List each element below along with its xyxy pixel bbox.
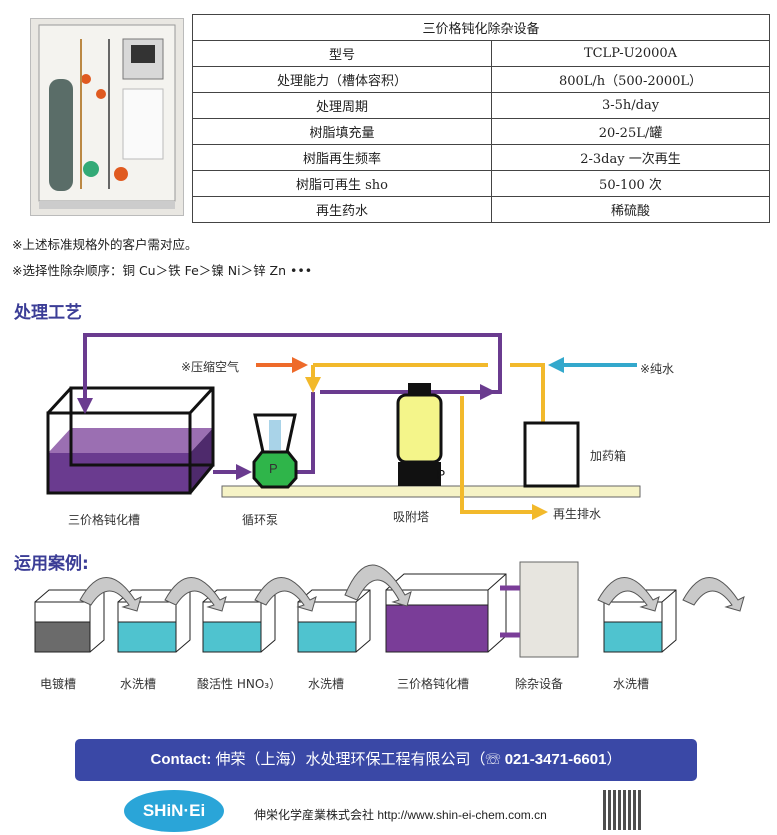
row-label: 树脂再生频率	[192, 144, 492, 171]
label-pump: 循环泵	[242, 513, 279, 527]
qr-code	[603, 790, 643, 830]
table-row: 再生药水稀硫酸	[192, 196, 770, 223]
row-value: 800L/h（500-2000L）	[491, 66, 770, 93]
passivation-tank	[385, 573, 507, 653]
dosing-box-icon	[523, 421, 580, 488]
application-diagram	[34, 561, 745, 658]
contact-banner: Contact: 伸荣（上海）水处理环保工程有限公司（☏ 021-3471-66…	[75, 739, 697, 781]
label-compressed-air: ※压缩空气	[181, 360, 240, 374]
company-url[interactable]: http://www.shin-ei-chem.com.cn	[377, 808, 547, 822]
adsorption-column-icon	[396, 383, 443, 486]
footer-company: 伸栄化学産業株式会社 http://www.shin-ei-chem.com.c…	[254, 806, 547, 823]
label-passivation-tank: 三价格钝化槽	[68, 513, 141, 527]
company-name-jp: 伸栄化学産業株式会社	[254, 808, 375, 822]
row-value: 20-25L/罐	[491, 118, 770, 145]
row-label: 树脂可再生 sho	[192, 170, 492, 197]
step-label: 除杂设备	[515, 677, 564, 691]
equipment-thumbnail	[519, 561, 579, 658]
label-dosing-box: 加药箱	[590, 449, 627, 463]
contact-prefix: Contact:	[150, 751, 212, 768]
process-heading: 处理工艺	[14, 303, 82, 323]
drain-arrow	[460, 396, 548, 520]
row-value: 50-100 次	[491, 170, 770, 197]
application-heading: 运用案例:	[14, 554, 89, 574]
row-value: 稀硫酸	[491, 196, 770, 223]
row-label: 处理能力（槽体容积）	[192, 66, 492, 93]
pump-letter: P	[437, 467, 446, 482]
phone-icon: ☏	[485, 751, 501, 768]
rinse-tank-3	[603, 589, 677, 653]
note-removal-order: ※选择性除杂顺序：铜 Cu＞铁 Fe＞镍 Ni＞锌 Zn •••	[12, 263, 313, 278]
pump-icon	[252, 413, 298, 489]
contact-company: 伸荣（上海）水处理环保工程有限公司（	[215, 751, 486, 768]
plating-tank	[34, 589, 105, 653]
step-label: 酸活性 HNO₃）	[197, 677, 282, 691]
contact-phone[interactable]: 021-3471-6601	[504, 751, 607, 768]
step-label: 水洗槽	[120, 677, 157, 691]
shinei-logo: SHiN·Ei	[124, 790, 224, 832]
pump-outlet-line	[295, 392, 315, 474]
row-value: TCLP-U2000A	[491, 40, 770, 67]
equipment-connection	[500, 585, 520, 638]
contact-suffix: ）	[606, 751, 622, 768]
row-value: 3-5h/day	[491, 92, 770, 119]
pump-letter: P	[269, 461, 278, 476]
rinse-tank-2	[297, 589, 371, 653]
label-pure-water: ※纯水	[640, 362, 675, 376]
step-label: 三价格钝化槽	[397, 677, 470, 691]
step-label: 水洗槽	[613, 677, 650, 691]
equipment-photo	[30, 18, 184, 216]
equipment-illustration	[38, 24, 176, 209]
table-row: 处理能力（槽体容积）800L/h（500-2000L）	[192, 66, 770, 93]
passivation-tank	[46, 386, 215, 495]
step-label: 水洗槽	[308, 677, 345, 691]
label-column: 吸附塔	[393, 510, 430, 524]
note-custom-spec: ※上述标准规格外的客户需对应。	[12, 237, 198, 252]
step-label: 电镀槽	[40, 677, 77, 691]
row-label: 再生药水	[192, 196, 492, 223]
dosing-line	[510, 363, 545, 423]
process-diagram: P	[46, 333, 641, 520]
label-regeneration-drain: 再生排水	[553, 507, 602, 521]
transfer-arrows	[79, 564, 745, 612]
